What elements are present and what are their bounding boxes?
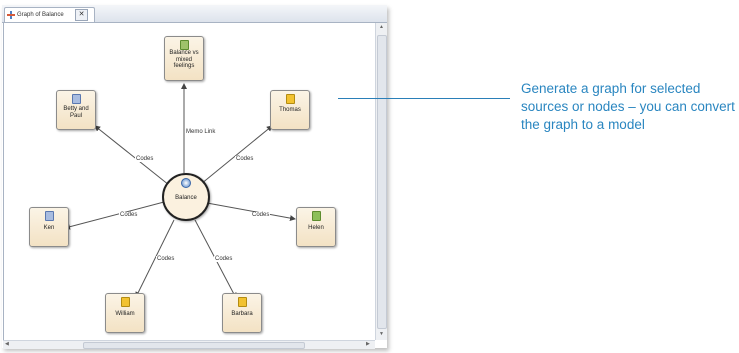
node-barbara[interactable]: Barbara bbox=[222, 293, 262, 333]
horizontal-scrollbar[interactable]: ◀ ▶ bbox=[3, 340, 375, 349]
node-balance-center[interactable]: Balance bbox=[162, 173, 210, 221]
tab-graph-of-balance[interactable]: Graph of Balance ✕ bbox=[4, 7, 95, 22]
graph-canvas[interactable]: Memo Link Codes Codes Codes Codes Codes … bbox=[3, 23, 375, 340]
node-balance-vs-mixed-feelings[interactable]: Balance vs mixed feelings bbox=[164, 36, 204, 81]
scroll-right-arrow-icon[interactable]: ▶ bbox=[366, 341, 370, 347]
node-label: Betty and Paul bbox=[63, 106, 89, 119]
horizontal-scroll-thumb[interactable] bbox=[83, 342, 305, 349]
callout-text: Generate a graph for selected sources or… bbox=[521, 81, 735, 132]
edge-ken bbox=[64, 201, 165, 230]
edge-label-codes-william: Codes bbox=[156, 256, 176, 262]
node-label: Ken bbox=[43, 225, 55, 231]
memo-icon bbox=[72, 94, 81, 104]
edge-label-codes-thomas: Codes bbox=[235, 156, 255, 162]
edge-label-codes-helen: Codes bbox=[251, 212, 271, 218]
node-helen[interactable]: Helen bbox=[296, 207, 336, 247]
edge-label-memo-link: Memo Link bbox=[185, 129, 217, 135]
document-icon bbox=[238, 297, 247, 307]
node-label: Barbara bbox=[231, 311, 253, 317]
scroll-up-arrow-icon[interactable]: ▲ bbox=[379, 24, 384, 30]
tab-title: Graph of Balance bbox=[17, 12, 64, 18]
graph-icon bbox=[7, 11, 15, 19]
node-thomas[interactable]: Thomas bbox=[270, 90, 310, 130]
vertical-scroll-thumb[interactable] bbox=[377, 35, 387, 329]
tab-bar: Graph of Balance ✕ bbox=[2, 5, 387, 23]
node-label: Balance vs mixed feelings bbox=[169, 50, 199, 69]
edge-thomas bbox=[200, 125, 273, 185]
node-betty-and-paul[interactable]: Betty and Paul bbox=[56, 90, 96, 130]
scroll-down-arrow-icon[interactable]: ▼ bbox=[379, 331, 384, 337]
graph-edges bbox=[64, 83, 296, 299]
scroll-left-arrow-icon[interactable]: ◀ bbox=[5, 341, 9, 347]
graph-window: Graph of Balance ✕ Memo Link Codes Code bbox=[2, 5, 387, 349]
node-label: Helen bbox=[308, 225, 324, 231]
nested-docs-icon bbox=[180, 40, 189, 50]
edge-helen bbox=[206, 202, 296, 222]
edge-label-codes-betty: Codes bbox=[135, 156, 155, 162]
vertical-scrollbar[interactable]: ▲ ▼ bbox=[375, 23, 387, 340]
node-icon bbox=[181, 178, 191, 188]
center-node-label: Balance bbox=[175, 195, 197, 201]
document-icon bbox=[121, 297, 130, 307]
edge-william bbox=[135, 219, 175, 298]
annotated-document-icon bbox=[312, 211, 321, 221]
node-label: Thomas bbox=[279, 107, 301, 113]
close-icon[interactable]: ✕ bbox=[75, 9, 88, 21]
node-label: William bbox=[115, 311, 135, 317]
node-william[interactable]: William bbox=[105, 293, 145, 333]
callout-connector bbox=[338, 98, 510, 99]
edge-betty bbox=[94, 125, 170, 186]
edge-label-codes-ken: Codes bbox=[119, 212, 139, 218]
node-ken[interactable]: Ken bbox=[29, 207, 69, 247]
document-icon bbox=[286, 94, 295, 104]
memo-icon bbox=[45, 211, 54, 221]
edge-label-codes-barbara: Codes bbox=[214, 256, 234, 262]
